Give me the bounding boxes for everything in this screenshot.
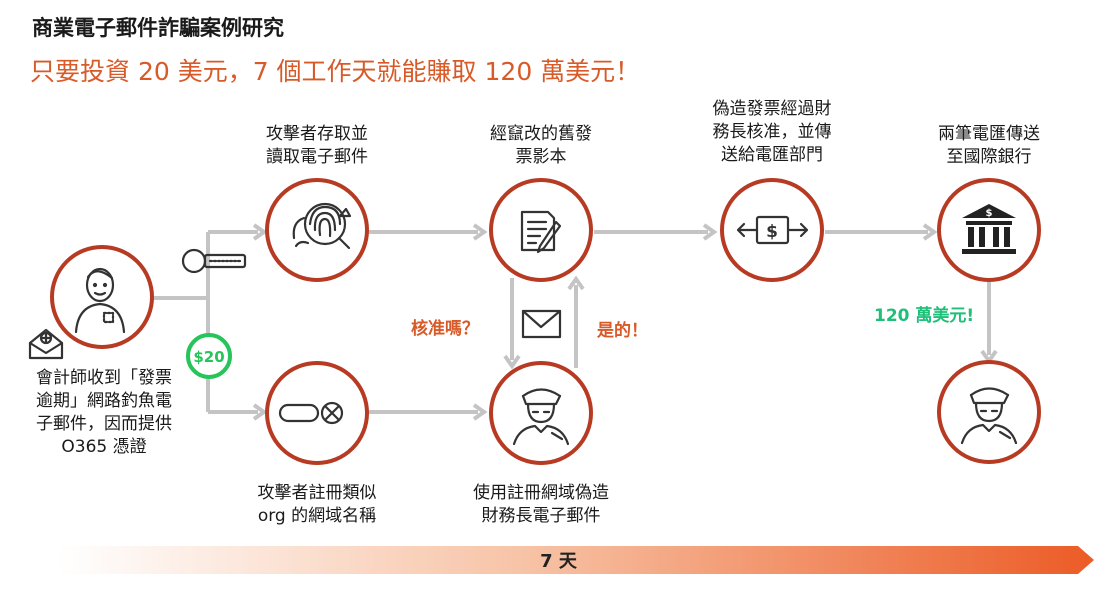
connectors bbox=[152, 223, 998, 421]
timeline-bar bbox=[58, 546, 1094, 574]
approval-answer: 是的！ bbox=[597, 321, 648, 341]
wire-node bbox=[937, 178, 1041, 282]
page-title: 商業電子郵件詐騙案例研究 bbox=[32, 16, 284, 40]
money-exchange-icon bbox=[736, 215, 809, 245]
cost-badge: $20 bbox=[186, 333, 232, 379]
officer-icon bbox=[960, 387, 1018, 445]
currency-symbol: $ bbox=[766, 222, 778, 242]
altered-invoice-label: 經竄改的舊發 票影本 bbox=[490, 124, 592, 167]
access-email-label: 攻擊者存取並 讀取電子郵件 bbox=[266, 124, 368, 167]
domain-link-icon bbox=[278, 401, 344, 425]
approval-node bbox=[720, 178, 824, 282]
bank-officer-node bbox=[937, 360, 1041, 464]
access-email-node bbox=[265, 178, 369, 282]
cost-badge-label: $20 bbox=[193, 348, 224, 366]
accountant-label: 會計師收到「發票 逾期」網路釣魚電 子郵件，因而提供 O365 憑證 bbox=[36, 368, 172, 457]
wire-label: 兩筆電匯傳送 至國際銀行 bbox=[938, 124, 1040, 167]
officer-icon bbox=[512, 388, 570, 446]
register-domain-label: 攻擊者註冊類似 org 的網域名稱 bbox=[257, 483, 377, 526]
fingerprint-icon bbox=[292, 202, 352, 250]
svg-text:$: $ bbox=[986, 208, 993, 219]
timeline-label: 7 天 bbox=[540, 551, 577, 572]
cfo-email-node bbox=[489, 361, 593, 465]
approval-question: 核准嗎？ bbox=[411, 319, 479, 339]
document-edit-icon bbox=[520, 210, 562, 254]
bank-icon: $ bbox=[962, 204, 1016, 254]
phishing-email-icon bbox=[28, 328, 64, 360]
usb-key-icon bbox=[181, 248, 247, 274]
cfo-email-label: 使用註冊網域偽造 財務長電子郵件 bbox=[473, 483, 609, 526]
approval-label: 偽造發票經過財 務長核准，並傳 送給電匯部門 bbox=[712, 99, 832, 165]
wire-amount: 120 萬美元! bbox=[874, 306, 975, 326]
accountant-node bbox=[50, 245, 154, 349]
page-subtitle: 只要投資 20 美元，7 個工作天就能賺取 120 萬美元！ bbox=[30, 57, 641, 86]
envelope-icon bbox=[521, 309, 562, 339]
person-icon bbox=[74, 267, 126, 334]
